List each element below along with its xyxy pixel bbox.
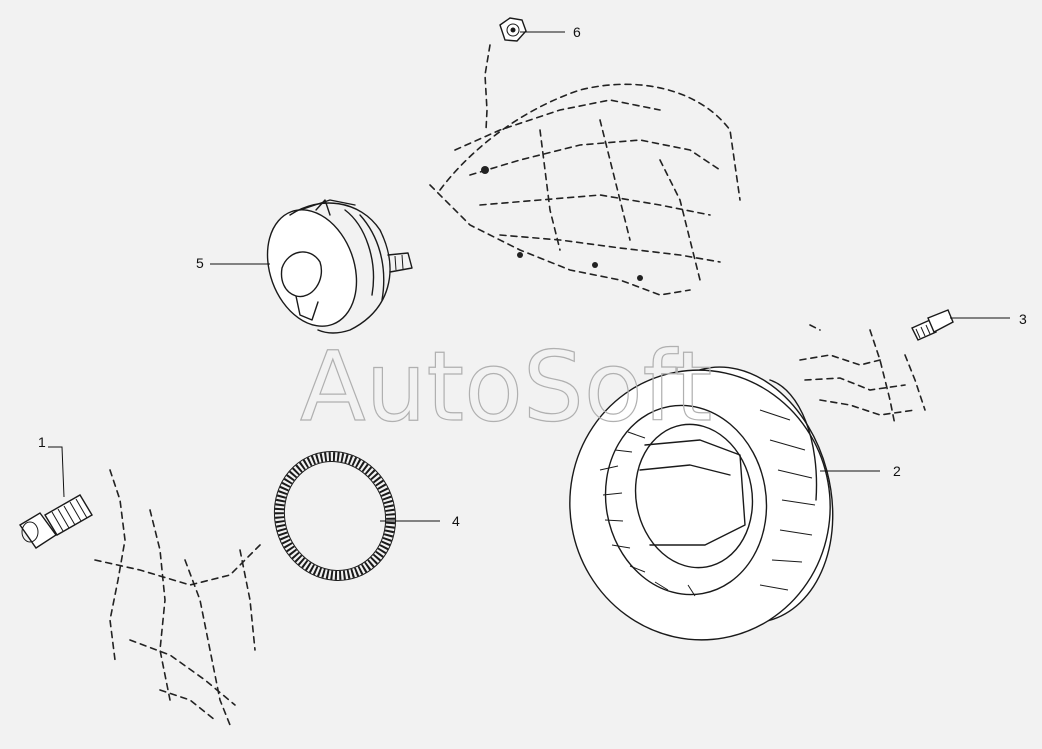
leader-1 <box>48 446 65 498</box>
caliper-housing-phantom <box>429 83 741 296</box>
callout-4: 4 <box>452 513 460 529</box>
nut-axis-line <box>484 44 491 131</box>
callout-2: 2 <box>893 463 901 479</box>
knuckle-phantom-right <box>799 324 926 426</box>
leader-lines <box>48 31 1010 522</box>
bolt-3 <box>911 309 954 341</box>
callout-6: 6 <box>573 24 581 40</box>
abs-tone-ring-4 <box>273 451 397 581</box>
brake-chamber-5 <box>266 199 413 334</box>
watermark: AutoSoft <box>300 331 712 443</box>
nut-6 <box>499 17 527 42</box>
brake-disc-2 <box>569 366 834 641</box>
callout-1: 1 <box>38 434 46 450</box>
hub-phantom-left <box>94 469 261 726</box>
bolt-1 <box>18 494 93 549</box>
callout-5: 5 <box>196 255 204 271</box>
callout-3: 3 <box>1019 311 1027 327</box>
